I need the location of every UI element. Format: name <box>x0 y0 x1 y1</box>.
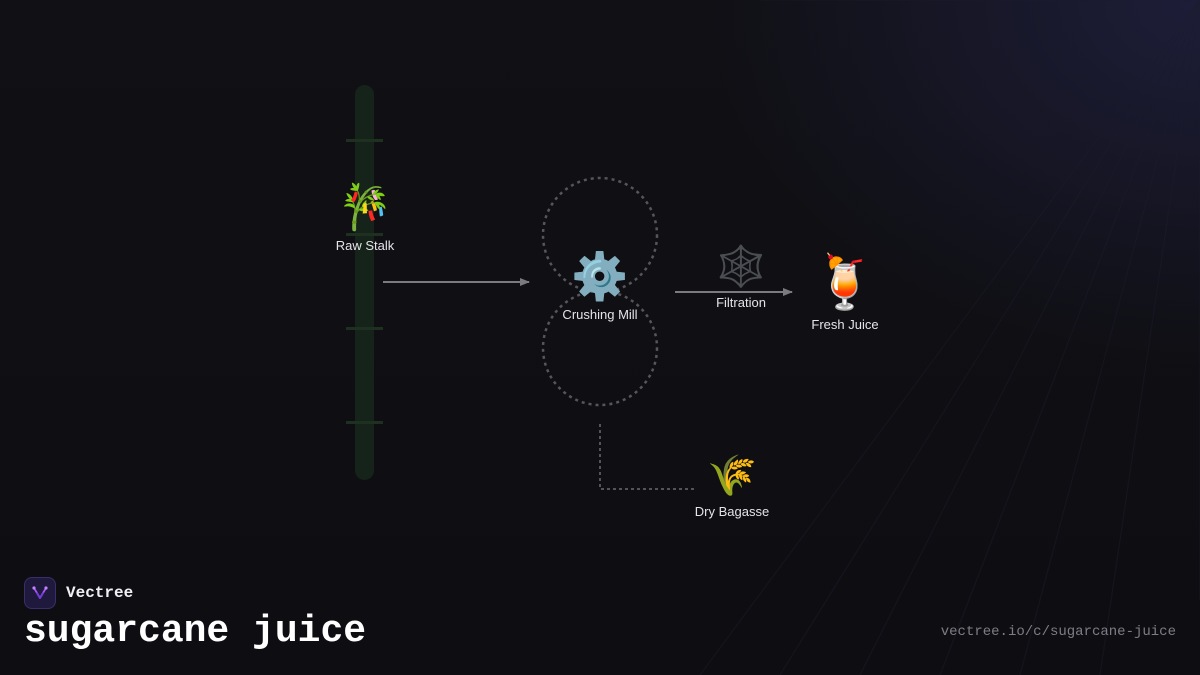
fresh-juice-label: Fresh Juice <box>811 317 879 332</box>
node-crushing-mill: ⚙️ Crushing Mill <box>562 253 637 322</box>
dry-bagasse-label: Dry Bagasse <box>694 504 770 519</box>
node-fresh-juice: 🍹 Fresh Juice <box>811 257 878 332</box>
page-title: sugarcane juice <box>24 610 367 653</box>
gear-icon: ⚙️ <box>571 249 629 303</box>
lower-roller <box>541 289 659 407</box>
node-dry-bagasse: 🌾 Dry Bagasse <box>695 456 769 519</box>
page-url: vectree.io/c/sugarcane-juice <box>940 624 1176 640</box>
upper-roller <box>541 176 659 294</box>
node-raw-stalk: 🎋 Raw Stalk <box>335 182 395 254</box>
brand-name: Vectree <box>66 584 134 602</box>
bagasse-connector <box>599 424 694 490</box>
vectree-logo-icon <box>24 577 56 609</box>
sugarcane-stalk <box>346 85 383 480</box>
tropical-drink-icon: 🍹 <box>812 253 878 313</box>
bamboo-icon: 🎋 <box>337 182 393 233</box>
spider-web-icon: 🕸️ <box>716 244 766 290</box>
crushing-mill-label: Crushing Mill <box>562 307 638 322</box>
sheaf-of-rice-icon: 🌾 <box>707 453 757 499</box>
raw-stalk-label: Raw Stalk <box>335 238 395 253</box>
brand-row: Vectree <box>24 577 133 609</box>
node-filtration: 🕸️ Filtration <box>716 247 766 310</box>
filtration-label: Filtration <box>716 295 766 310</box>
